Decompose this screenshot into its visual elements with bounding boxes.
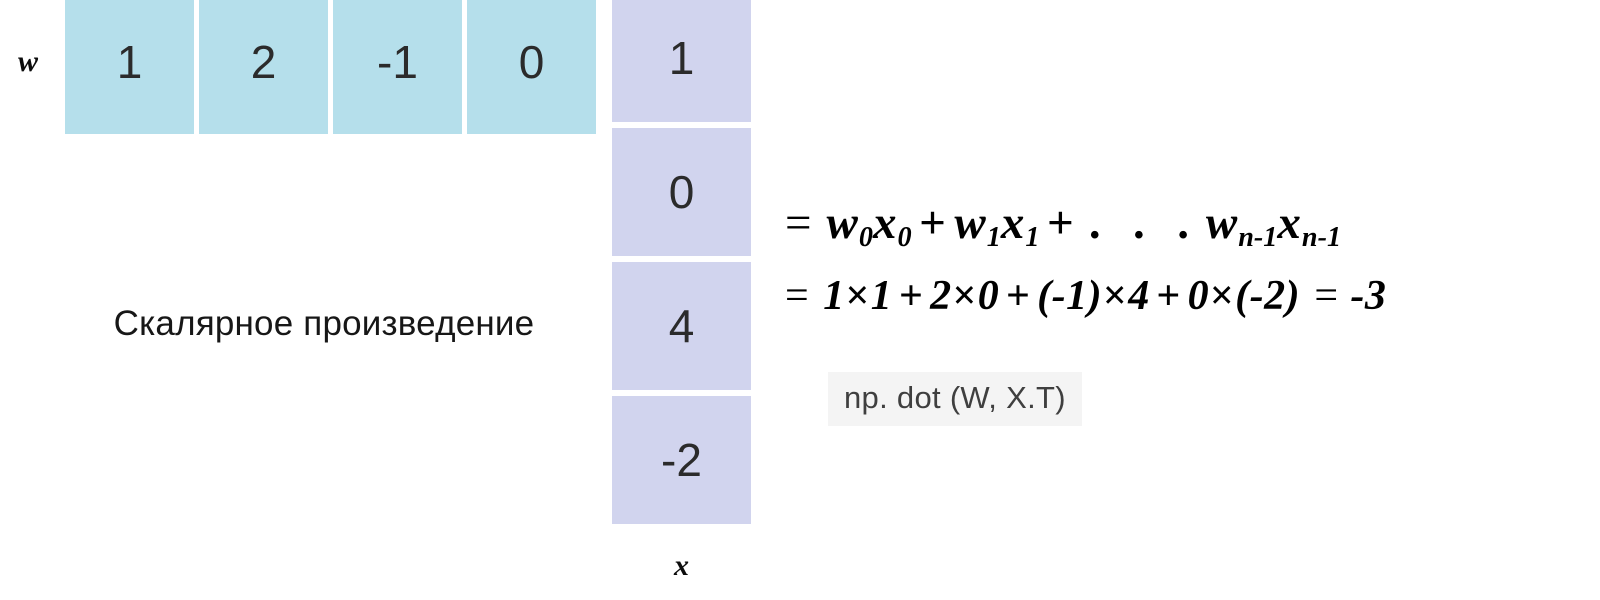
operand: (-2) — [1235, 273, 1301, 319]
w-cell: 0 — [467, 0, 596, 134]
equation-line-numeric: = 1×1+2×0+(-1)×4+0×(-2)=-3 — [785, 265, 1386, 327]
equation-block: = w0x0+w1x1+. . .wn-1xn-1 = 1×1+2×0+(-1)… — [785, 190, 1386, 327]
multiply-sign: × — [1102, 273, 1128, 319]
term-w0-base: w — [826, 197, 859, 249]
dot-product-result: -3 — [1350, 273, 1387, 319]
x-cell: 1 — [612, 0, 751, 122]
x-cell: -2 — [612, 396, 751, 524]
equation-line-numeric-body: 1×1+2×0+(-1)×4+0×(-2)=-3 — [823, 265, 1386, 327]
term-w1-sub: 1 — [986, 221, 1001, 253]
x-vector-label: x — [674, 549, 689, 582]
equals-sign-result: = — [1314, 273, 1339, 319]
w-cell: 1 — [65, 0, 194, 134]
term-wn-base: w — [1205, 197, 1239, 249]
numpy-code-chip: np. dot (W, X.T) — [828, 372, 1082, 426]
term-xn-base: x — [1277, 197, 1302, 249]
term-xn-sub: n-1 — [1301, 221, 1342, 253]
plus-sign: + — [1005, 273, 1031, 319]
diagram-caption: Скалярное произведение — [113, 304, 535, 343]
term-w0-sub: 0 — [858, 221, 873, 253]
operand: 4 — [1128, 273, 1150, 319]
equals-sign: = — [785, 273, 810, 319]
term-w1-base: w — [954, 197, 987, 249]
equation-line-general-body: w0x0+w1x1+. . .wn-1xn-1 — [827, 190, 1342, 263]
multiply-sign: × — [845, 273, 870, 319]
term-wn-sub: n-1 — [1238, 221, 1278, 253]
plus-sign: + — [1046, 197, 1075, 249]
term-x1-sub: 1 — [1025, 221, 1040, 253]
operand: 1 — [870, 273, 893, 319]
operand: 2 — [930, 273, 952, 319]
ellipsis: . . . — [1088, 197, 1200, 249]
plus-sign: + — [899, 273, 924, 319]
x-cell: 0 — [612, 128, 751, 256]
equals-sign: = — [785, 197, 813, 249]
multiply-sign: × — [1209, 273, 1235, 319]
x-cell: 4 — [612, 262, 751, 390]
equation-line-general: = w0x0+w1x1+. . .wn-1xn-1 — [785, 190, 1386, 263]
term-x1-base: x — [1000, 197, 1026, 249]
multiply-sign: × — [952, 273, 977, 319]
w-vector-row: 1 2 -1 0 — [65, 0, 596, 134]
plus-sign: + — [919, 197, 947, 249]
operand: 0 — [977, 273, 1000, 319]
w-cell: 2 — [199, 0, 328, 134]
w-cell: -1 — [333, 0, 462, 134]
operand: 0 — [1187, 273, 1210, 319]
operand: (-1) — [1037, 273, 1103, 319]
term-x0-sub: 0 — [897, 221, 912, 253]
term-x0-base: x — [872, 197, 898, 249]
operand: 1 — [823, 273, 845, 319]
plus-sign: + — [1156, 273, 1181, 319]
x-vector-column: 1 0 4 -2 — [612, 0, 751, 524]
w-vector-label: w — [17, 45, 38, 78]
